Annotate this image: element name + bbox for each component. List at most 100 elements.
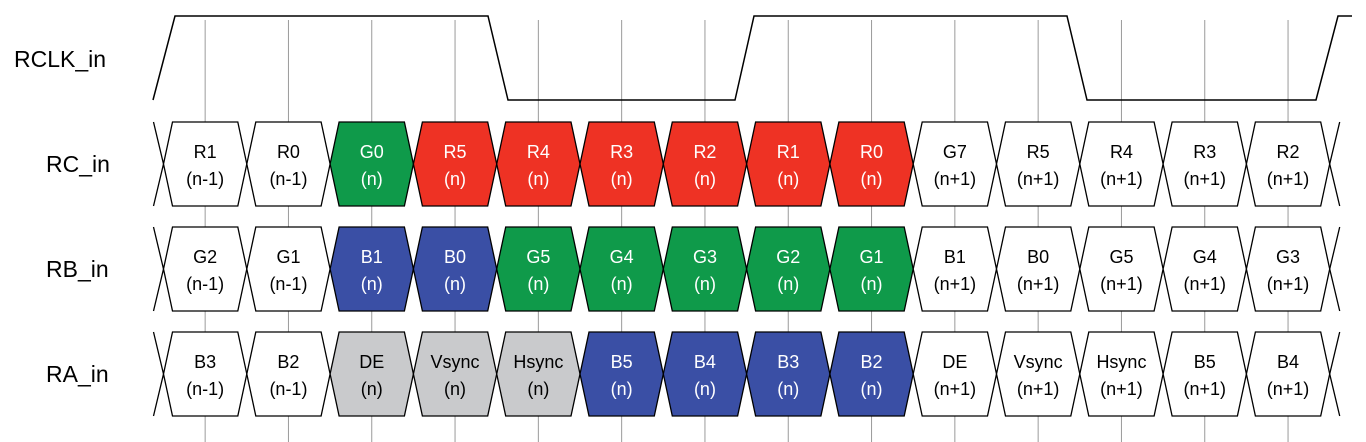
cell-bit-label: Hsync <box>513 352 563 372</box>
cell-bit-label: B3 <box>194 352 216 372</box>
cell-bit-label: DE <box>359 352 384 372</box>
signal-edge <box>152 331 165 417</box>
cell-bit-label: G3 <box>1276 247 1300 267</box>
cell-bit-label: R5 <box>1027 142 1050 162</box>
cell-pixel-label: (n) <box>611 274 633 294</box>
data-cell <box>1162 331 1248 417</box>
data-cell <box>246 121 331 207</box>
cell-pixel-label: (n+1) <box>934 169 977 189</box>
data-cell <box>579 121 664 207</box>
cell-bit-label: G2 <box>193 247 217 267</box>
cell-pixel-label: (n) <box>861 274 883 294</box>
cell-pixel-label: (n) <box>361 274 383 294</box>
data-cell <box>579 331 664 417</box>
cell-bit-label: G7 <box>943 142 967 162</box>
cell-pixel-label: (n+1) <box>934 274 977 294</box>
cell-pixel-label: (n+1) <box>1183 169 1226 189</box>
clock-row: RCLK_in <box>14 15 1352 101</box>
data-cell <box>1079 331 1164 417</box>
data-cell <box>496 331 581 417</box>
cell-bit-label: B5 <box>1194 352 1216 372</box>
cell-pixel-label: (n) <box>527 379 549 399</box>
data-cell <box>412 226 498 312</box>
cell-bit-label: Vsync <box>431 352 480 372</box>
cell-bit-label: R5 <box>444 142 467 162</box>
data-cell <box>1245 121 1331 207</box>
cell-pixel-label: (n+1) <box>1017 274 1060 294</box>
data-cell <box>912 331 998 417</box>
cell-pixel-label: (n) <box>694 379 716 399</box>
cell-bit-label: R4 <box>527 142 550 162</box>
cell-bit-label: R2 <box>1277 142 1300 162</box>
cell-pixel-label: (n+1) <box>934 379 977 399</box>
signal-edge <box>1329 226 1341 312</box>
cell-bit-label: B4 <box>1277 352 1299 372</box>
data-cell <box>329 226 415 312</box>
cell-pixel-label: (n) <box>861 379 883 399</box>
data-cell <box>162 121 248 207</box>
data-cell <box>995 121 1081 207</box>
cell-pixel-label: (n) <box>861 169 883 189</box>
cell-pixel-label: (n) <box>361 169 383 189</box>
cell-pixel-label: (n+1) <box>1267 169 1310 189</box>
cell-bit-label: R4 <box>1110 142 1133 162</box>
signal-edge <box>152 226 165 312</box>
cell-pixel-label: (n+1) <box>1017 379 1060 399</box>
cell-pixel-label: (n) <box>444 169 466 189</box>
cell-bit-label: G1 <box>860 247 884 267</box>
data-cell <box>1162 121 1248 207</box>
data-cell <box>662 121 748 207</box>
cell-bit-label: DE <box>942 352 967 372</box>
data-cell <box>162 331 248 417</box>
cell-pixel-label: (n) <box>444 274 466 294</box>
data-cell <box>745 226 831 312</box>
cell-pixel-label: (n) <box>444 379 466 399</box>
cell-pixel-label: (n) <box>527 274 549 294</box>
data-cell <box>1079 226 1164 312</box>
cell-pixel-label: (n) <box>777 169 799 189</box>
cell-bit-label: R2 <box>693 142 716 162</box>
data-cell <box>579 226 664 312</box>
cell-bit-label: G3 <box>693 247 717 267</box>
data-cell <box>912 121 998 207</box>
cell-bit-label: G4 <box>610 247 634 267</box>
cell-bit-label: B5 <box>611 352 633 372</box>
cell-bit-label: G2 <box>776 247 800 267</box>
data-cell <box>1245 226 1331 312</box>
data-cell <box>329 121 415 207</box>
cell-pixel-label: (n+1) <box>1100 274 1143 294</box>
signal-edge <box>152 121 165 207</box>
cell-pixel-label: (n) <box>777 274 799 294</box>
cell-bit-label: R1 <box>194 142 217 162</box>
data-cell <box>162 226 248 312</box>
cell-pixel-label: (n+1) <box>1183 379 1226 399</box>
signal-label: RC_in <box>46 151 110 177</box>
data-cell <box>496 121 581 207</box>
cell-pixel-label: (n) <box>694 274 716 294</box>
clock-waveform <box>152 15 1352 101</box>
data-cell <box>995 226 1081 312</box>
data-cell <box>1245 331 1331 417</box>
cell-bit-label: R0 <box>277 142 300 162</box>
cell-bit-label: R1 <box>777 142 800 162</box>
data-cell <box>246 331 331 417</box>
cell-bit-label: G1 <box>276 247 300 267</box>
cell-bit-label: G5 <box>526 247 550 267</box>
cell-pixel-label: (n) <box>611 379 633 399</box>
cell-pixel-label: (n-1) <box>269 379 307 399</box>
data-cell <box>912 226 998 312</box>
cell-bit-label: B0 <box>1027 247 1049 267</box>
data-cell <box>829 331 914 417</box>
data-cell <box>496 226 581 312</box>
data-cell <box>412 121 498 207</box>
cell-bit-label: B4 <box>694 352 716 372</box>
cell-bit-label: Vsync <box>1014 352 1063 372</box>
cell-pixel-label: (n+1) <box>1183 274 1226 294</box>
cell-pixel-label: (n-1) <box>269 274 307 294</box>
cell-bit-label: Hsync <box>1096 352 1146 372</box>
cell-bit-label: B1 <box>944 247 966 267</box>
